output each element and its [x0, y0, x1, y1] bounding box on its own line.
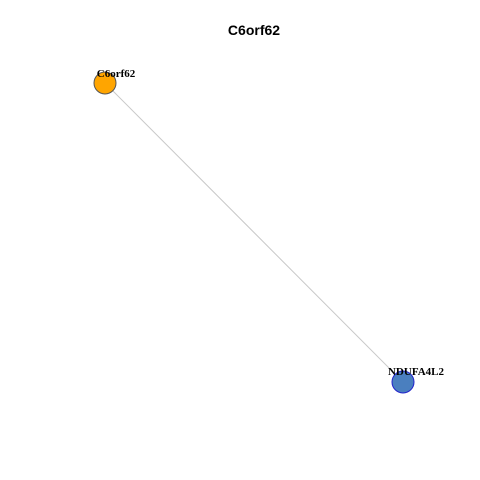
node-c6orf62[interactable]: C6orf62 [93, 68, 136, 95]
node-ndufa4l2-circle[interactable] [391, 370, 415, 394]
node-c6orf62-label: C6orf62 [97, 68, 136, 80]
edge-c6orf62-ndufa4l2 [104, 82, 404, 383]
node-c6orf62-circle[interactable] [93, 71, 117, 95]
node-ndufa4l2-label: NDUFA4L2 [388, 366, 445, 378]
node-ndufa4l2[interactable]: NDUFA4L2 [388, 366, 445, 394]
graph-title: C6orf62 [228, 22, 280, 38]
